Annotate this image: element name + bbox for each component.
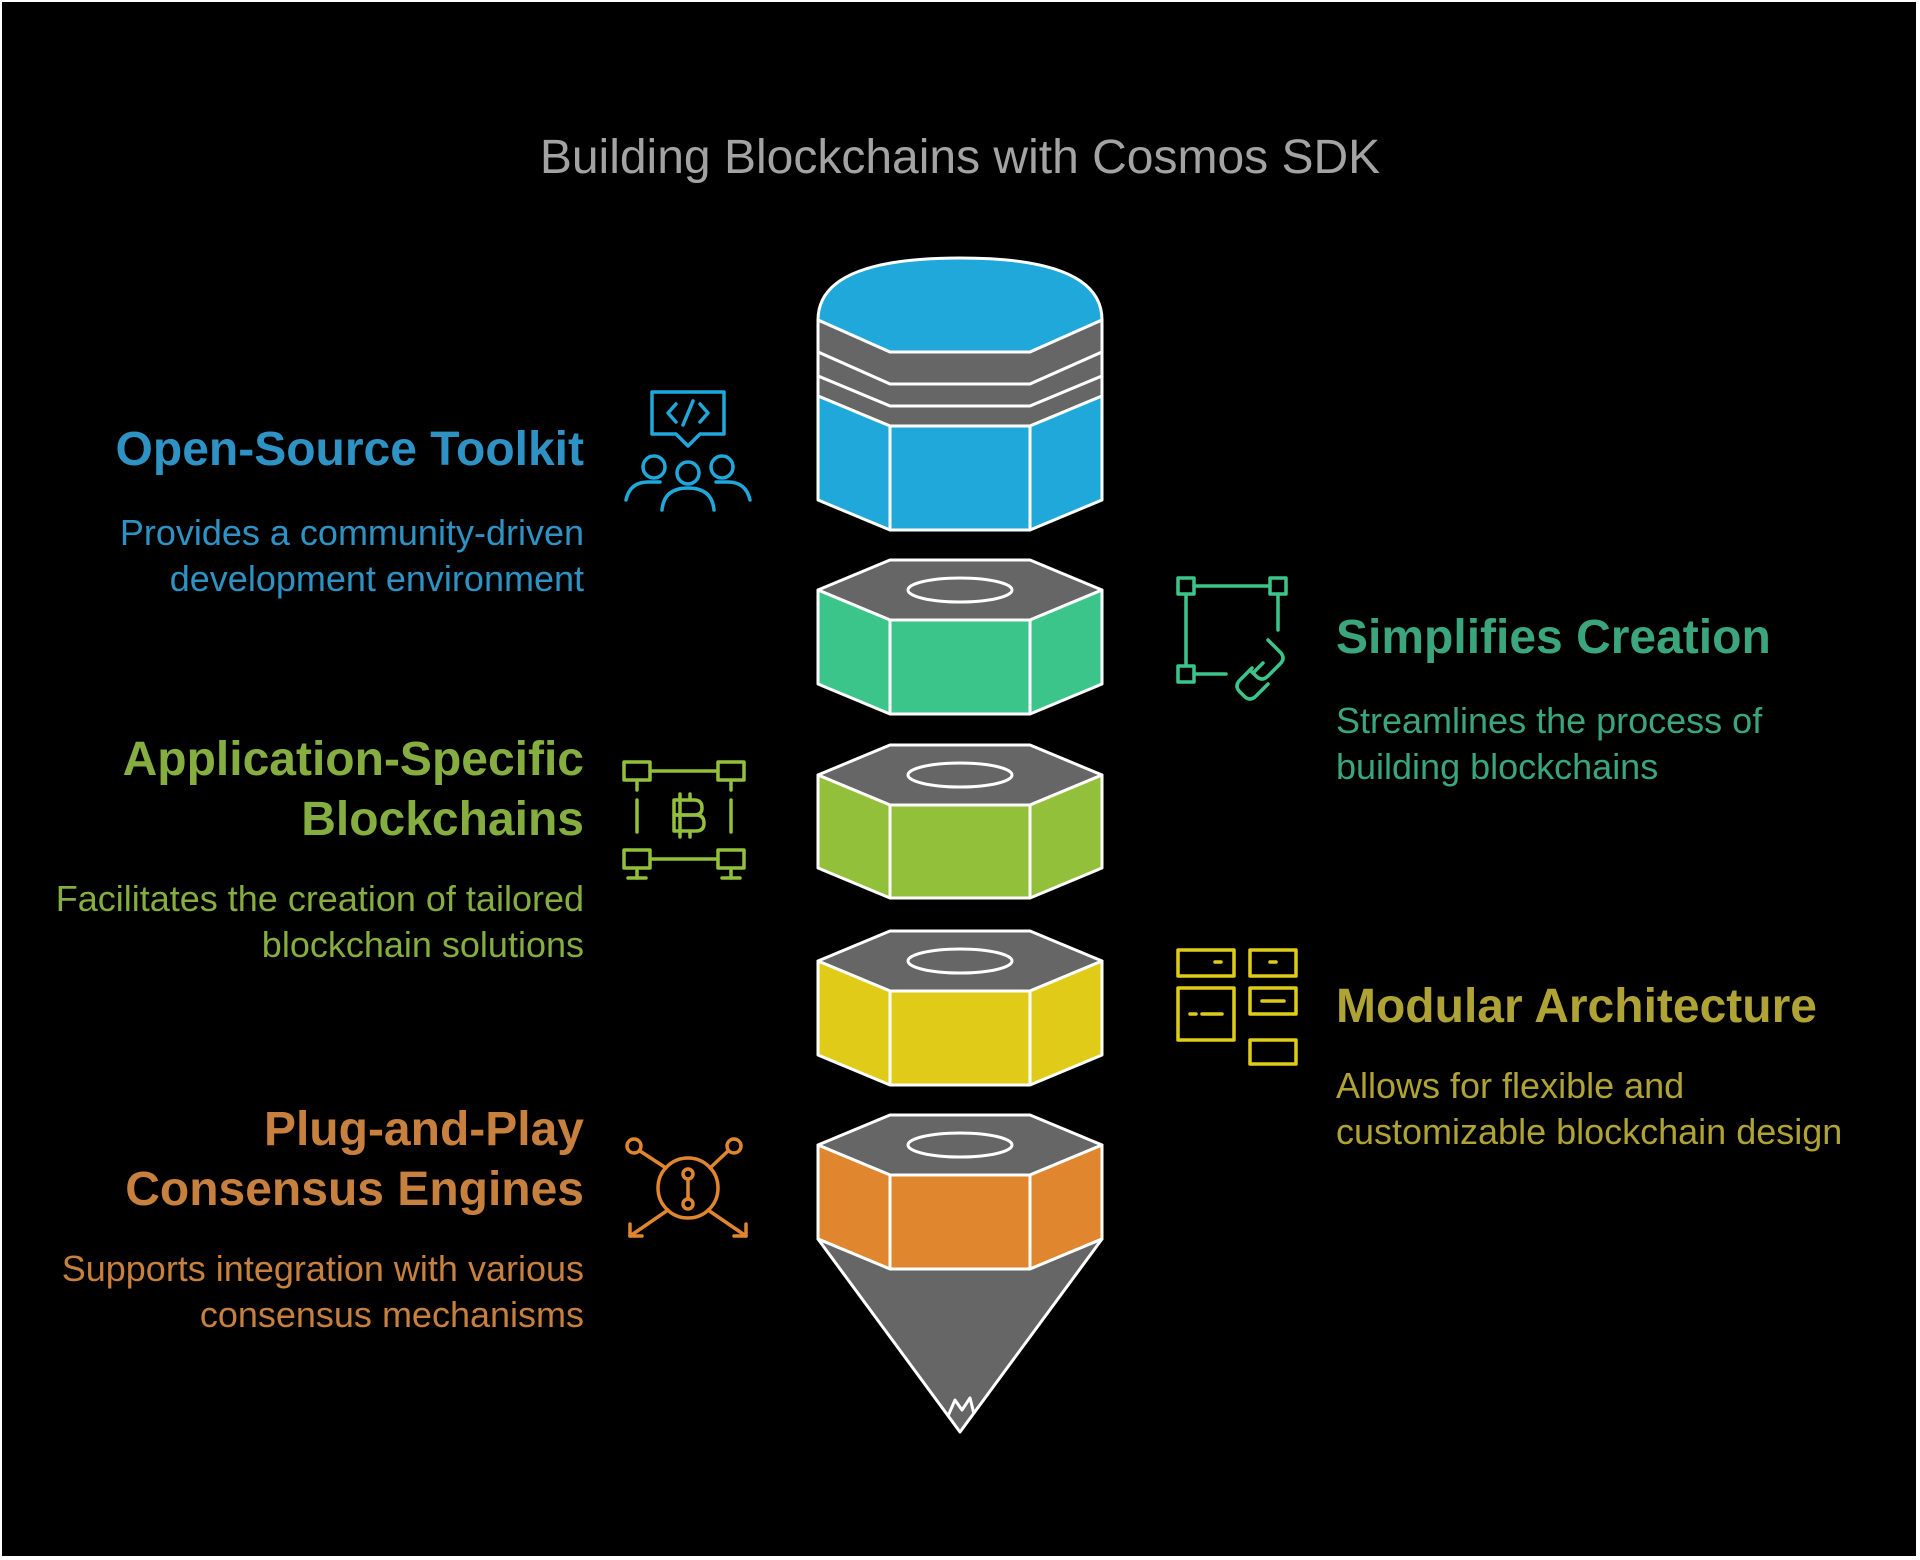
block-modular-architecture <box>816 929 1104 1087</box>
item-open-source-toolkit: Open-Source Toolkit Provides a community… <box>24 420 584 602</box>
item-description: Supports integration with various consen… <box>61 1248 584 1335</box>
item-heading: Open-Source Toolkit <box>115 423 584 476</box>
item-heading: Simplifies Creation <box>1336 611 1771 664</box>
item-description: Allows for flexible and customizable blo… <box>1336 1065 1843 1152</box>
item-modular-architecture: Modular Architecture Allows for flexible… <box>1336 977 1896 1155</box>
item-heading: Application-Specific Blockchains <box>122 733 584 846</box>
item-consensus-engines: Plug-and-Play Consensus Engines Supports… <box>24 1100 584 1338</box>
item-application-specific-blockchains: Application-Specific Blockchains Facilit… <box>24 730 584 968</box>
item-simplifies-creation: Simplifies Creation Streamlines the proc… <box>1336 608 1896 790</box>
modules-icon <box>1176 948 1298 1066</box>
code-community-icon <box>624 390 752 512</box>
pencil-tip <box>816 1237 1104 1434</box>
item-description: Provides a community-driven development … <box>119 512 584 599</box>
block-open-source-toolkit <box>816 256 1104 532</box>
diagram-title: Building Blockchains with Cosmos SDK <box>539 131 1381 184</box>
linked-nodes-icon <box>1176 576 1288 701</box>
block-application-specific <box>816 743 1104 900</box>
block-consensus-engines <box>816 1113 1104 1434</box>
branching-arrows-icon <box>625 1137 748 1238</box>
item-heading: Modular Architecture <box>1336 980 1817 1033</box>
bitcoin-network-icon <box>622 760 746 880</box>
block-simplifies-creation <box>816 558 1104 716</box>
item-heading: Plug-and-Play Consensus Engines <box>125 1103 584 1216</box>
item-description: Streamlines the process of building bloc… <box>1336 700 1763 787</box>
item-description: Facilitates the creation of tailored blo… <box>55 878 584 965</box>
